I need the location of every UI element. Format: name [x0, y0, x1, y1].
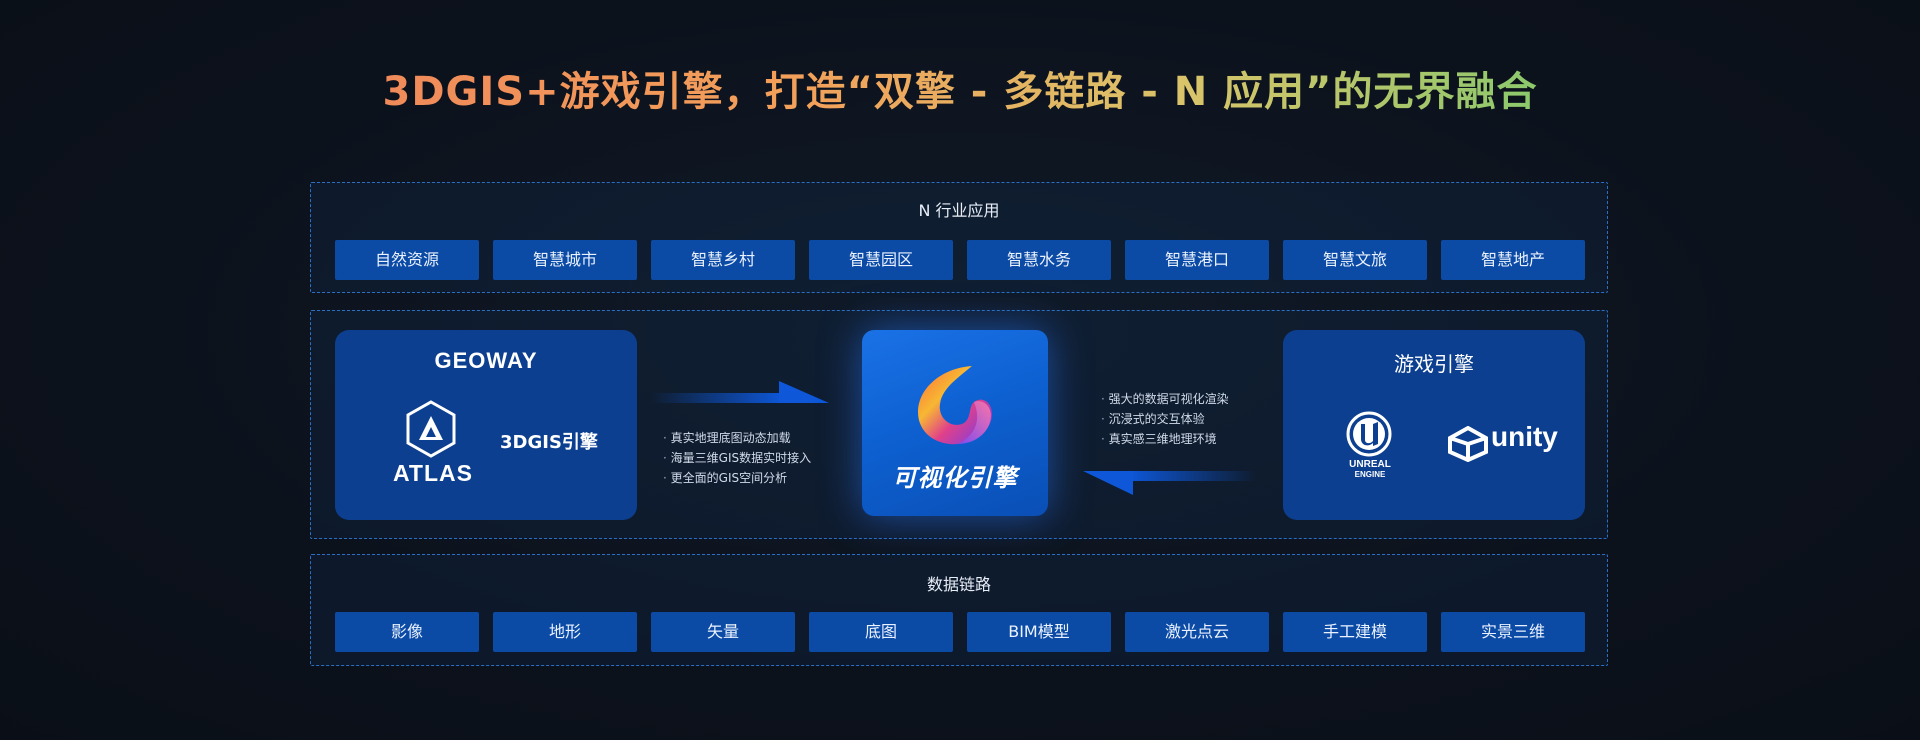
- gis-feature-item: 更全面的GIS空间分析: [663, 468, 811, 488]
- gis-engine-label: 3DGIS引擎: [500, 432, 598, 453]
- industry-tag-row: 自然资源 智慧城市 智慧乡村 智慧园区 智慧水务 智慧港口 智慧文旅 智慧地产: [335, 240, 1585, 280]
- game-engine-card[interactable]: 游戏引擎 UNREAL ENGINE unity: [1283, 330, 1585, 520]
- game-feature-item: 真实感三维地理环境: [1101, 429, 1229, 449]
- gis-feature-item: 真实地理底图动态加载: [663, 428, 811, 448]
- industry-tag[interactable]: 智慧港口: [1125, 240, 1269, 280]
- engine-word: ENGINE: [1354, 470, 1386, 479]
- arrow-right-icon: [651, 381, 829, 403]
- page-title: 3DGIS+游戏引擎，打造“双擎 - 多链路 - N 应用”的无界融合: [0, 66, 1920, 118]
- industry-tag[interactable]: 智慧地产: [1441, 240, 1585, 280]
- data-chain-tag-row: 影像 地形 矢量 底图 BIM模型 激光点云 手工建模 实景三维: [335, 612, 1585, 652]
- data-chain-panel: 数据链路 影像 地形 矢量 底图 BIM模型 激光点云 手工建模 实景三维: [310, 554, 1608, 666]
- engines-panel: GEOWAY ATLAS 3DGIS引擎 真实地理底图动态加载 海量三: [310, 310, 1608, 539]
- atlas-logo-text: ATLAS: [393, 460, 473, 486]
- data-chain-tag[interactable]: 实景三维: [1441, 612, 1585, 652]
- industry-panel: N 行业应用 自然资源 智慧城市 智慧乡村 智慧园区 智慧水务 智慧港口 智慧文…: [310, 182, 1608, 293]
- data-chain-tag[interactable]: 激光点云: [1125, 612, 1269, 652]
- industry-tag[interactable]: 智慧园区: [809, 240, 953, 280]
- industry-tag[interactable]: 智慧乡村: [651, 240, 795, 280]
- data-chain-tag[interactable]: 影像: [335, 612, 479, 652]
- industry-tag[interactable]: 智慧城市: [493, 240, 637, 280]
- game-feature-list: 强大的数据可视化渲染 沉浸式的交互体验 真实感三维地理环境: [1101, 389, 1229, 449]
- unreal-engine-label: UNREAL ENGINE: [1335, 460, 1405, 480]
- industry-panel-title: N 行业应用: [918, 201, 1000, 220]
- unity-icon: [1448, 426, 1488, 462]
- gis-engine-card[interactable]: GEOWAY ATLAS 3DGIS引擎: [335, 330, 637, 520]
- unity-label: unity: [1491, 421, 1558, 452]
- visualization-engine-label: 可视化引擎: [892, 464, 1018, 492]
- data-chain-tag[interactable]: 底图: [809, 612, 953, 652]
- game-engine-title: 游戏引擎: [1394, 352, 1474, 376]
- data-chain-tag[interactable]: 地形: [493, 612, 637, 652]
- data-chain-tag[interactable]: 矢量: [651, 612, 795, 652]
- unreal-engine-icon: [1346, 411, 1392, 457]
- geoway-logo: GEOWAY: [434, 348, 538, 373]
- data-chain-tag[interactable]: BIM模型: [967, 612, 1111, 652]
- visualization-engine-logo-icon: [918, 366, 992, 445]
- gis-feature-list: 真实地理底图动态加载 海量三维GIS数据实时接入 更全面的GIS空间分析: [663, 428, 811, 488]
- industry-tag[interactable]: 智慧文旅: [1283, 240, 1427, 280]
- arrow-left-icon: [1083, 471, 1257, 495]
- unreal-word: UNREAL: [1349, 459, 1391, 470]
- industry-tag[interactable]: 自然资源: [335, 240, 479, 280]
- data-chain-tag[interactable]: 手工建模: [1283, 612, 1427, 652]
- visualization-engine-box[interactable]: 可视化引擎: [862, 330, 1048, 516]
- gis-feature-item: 海量三维GIS数据实时接入: [663, 448, 811, 468]
- industry-tag[interactable]: 智慧水务: [967, 240, 1111, 280]
- game-feature-item: 强大的数据可视化渲染: [1101, 389, 1229, 409]
- atlas-hexagon-icon: [406, 400, 456, 458]
- data-chain-panel-title: 数据链路: [926, 575, 991, 594]
- game-feature-item: 沉浸式的交互体验: [1101, 409, 1229, 429]
